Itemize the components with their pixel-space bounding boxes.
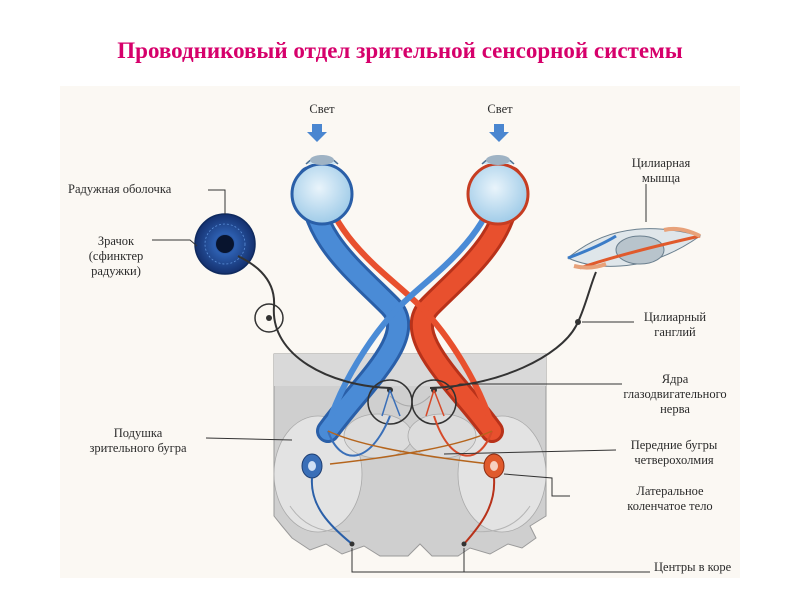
pupillary-efferent-fiber (237, 255, 391, 389)
pulvinar-label-line-2: зрительного бугра (89, 441, 187, 455)
ciliary-muscle-label-line-2: мышца (641, 171, 681, 185)
iris-label: Радужная оболочка (68, 182, 172, 196)
ciliary-efferent-fiber (429, 271, 597, 389)
superior-colliculi-label-line-1: Передние бугры (630, 438, 718, 452)
oculomotor-nuclei-label-line-2: глазодвигательного (623, 387, 727, 401)
cortex-center-right (461, 541, 467, 547)
ganglion-left-node (266, 315, 272, 321)
light-arrow-left (307, 124, 327, 142)
pupil-label: Зрачок (сфинктер радужки) (74, 234, 158, 279)
superior-colliculi-label-line-2: четверохолмия (634, 453, 714, 467)
cortex-center-left (349, 541, 355, 547)
visual-pathway-diagram: Свет Свет Радужная оболочка Зрачок (сфин… (60, 86, 740, 578)
superior-colliculi-label: Передние бугры четверохолмия (612, 438, 736, 468)
left-optic-pathway (298, 166, 411, 443)
lgn-label-line-1: Латеральное (636, 484, 704, 498)
pupil-label-line-1: Зрачок (97, 234, 135, 248)
ciliary-ganglion-node (575, 319, 581, 325)
light-label-left: Свет (309, 102, 335, 116)
leader-lines (152, 184, 650, 573)
ciliary-muscle-drawing (567, 226, 702, 270)
pulvinar-label-line-1: Подушка (113, 426, 163, 440)
ciliary-ganglion-label-line-2: ганглий (654, 325, 696, 339)
lgn-right (483, 453, 505, 479)
crossing-fibers-red (319, 185, 495, 427)
ciliary-ganglion-label-line-1: Цилиарный (643, 310, 707, 324)
ciliary-ganglion-label: Цилиарный ганглий (630, 310, 720, 340)
crossing-fibers-blue (325, 185, 501, 427)
page-title: Проводниковый отдел зрительной сенсорной… (117, 38, 683, 63)
fiber-orange-a (327, 430, 491, 465)
pulvinar-label: Подушка зрительного бугра (68, 426, 208, 456)
lgn-label-line-2: коленчатое тело (627, 499, 713, 513)
fiber-blue-collic (327, 415, 391, 457)
right-optic-pathway (409, 166, 522, 443)
optic-radiation-left (310, 477, 353, 545)
left-eye (290, 155, 354, 226)
light-label-right: Свет (487, 102, 513, 116)
cortex-centers-label: Центры в коре (654, 560, 732, 574)
lgn-label: Латеральное коленчатое тело (608, 484, 732, 514)
ganglion-left-circle (254, 303, 284, 333)
diagram-svg (152, 124, 702, 573)
ciliary-muscle-label: Цилиарная мышца (616, 156, 706, 186)
fiber-red-collic (433, 415, 493, 457)
lgn-left (301, 453, 323, 479)
pupil-label-line-3: радужки) (91, 264, 141, 278)
oculomotor-nuclei-label: Ядра глазодвигательного нерва (610, 372, 740, 417)
pupil-label-line-2: (сфинктер (88, 249, 144, 263)
fiber-orange-b (329, 430, 493, 465)
ciliary-muscle-label-line-1: Цилиарная (631, 156, 691, 170)
oculomotor-nuclei (367, 379, 457, 425)
light-arrow-right (489, 124, 509, 142)
oculomotor-nuclei-label-line-3: нерва (660, 402, 690, 416)
right-eye (466, 155, 530, 226)
optic-radiation-right (463, 477, 496, 545)
oculomotor-nuclei-label-line-1: Ядра (661, 372, 689, 386)
iris-drawing (194, 213, 256, 275)
